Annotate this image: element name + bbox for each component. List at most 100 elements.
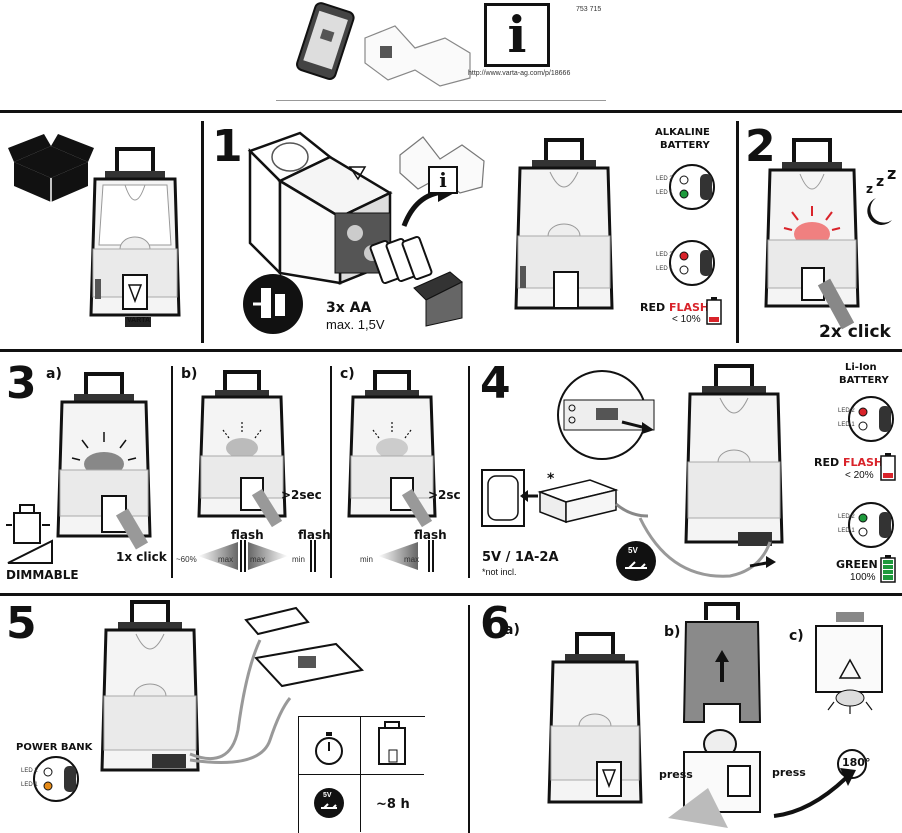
scale-c-min: min — [360, 555, 373, 564]
divider-v6 — [468, 605, 470, 833]
lantern-base-pressed — [668, 729, 761, 828]
battery-compartment-open — [247, 131, 393, 285]
step3-a-action: 1x click — [116, 550, 167, 564]
led1-label-pb: LED 1 — [21, 782, 38, 788]
battery-cover — [413, 271, 463, 327]
power-spec-label: 5V / 1A-2A — [482, 550, 559, 565]
flash-word: FLASH — [668, 301, 710, 314]
divider-v2 — [736, 121, 739, 343]
scale-b-max1: max — [218, 555, 234, 564]
charging-cable — [638, 517, 776, 578]
header-underline — [276, 100, 606, 101]
step3-b-label: b) — [181, 366, 198, 382]
cable-to-devices — [189, 639, 292, 764]
usb-5v-label-pb: 5V — [323, 792, 332, 799]
batteries-aa — [369, 235, 433, 285]
red-word: RED — [640, 301, 666, 314]
led-indicator-red — [669, 240, 715, 286]
led2-label-pb: LED 2 — [21, 768, 38, 774]
package-box-icon — [8, 134, 94, 202]
sleep-z-3: z — [887, 164, 897, 183]
sleep-z-1: z — [866, 182, 873, 196]
scale-c-max: max — [404, 555, 420, 564]
led2-label-li: LED 2 — [838, 408, 855, 414]
step-6-number: 6 — [480, 598, 511, 649]
lantern-illustration-c — [347, 370, 437, 528]
led-indicator-orange — [33, 756, 79, 802]
divider-v3 — [171, 366, 173, 578]
dimming-ramp-b — [198, 540, 316, 572]
lantern-inverted — [815, 612, 883, 714]
divider-middle — [0, 349, 902, 352]
stopwatch-icon — [315, 732, 343, 765]
scale-b-min: min — [292, 555, 305, 564]
manual-document-icon — [364, 25, 471, 87]
step-1-number: 1 — [212, 121, 243, 172]
lantern-illustration — [89, 147, 181, 327]
sleep-z-2: z — [876, 174, 885, 190]
battery-insert-icon — [243, 274, 303, 334]
info-box-small — [428, 166, 458, 194]
info-symbol: i — [507, 5, 527, 64]
step-3-number: 3 — [6, 358, 37, 409]
led1-label-red: LED 1 — [656, 266, 673, 272]
usb-port-closeup — [557, 370, 655, 460]
runtime-table-hline — [298, 774, 424, 775]
not-included-label: *not incl. — [482, 567, 517, 577]
smartphone-icon — [296, 2, 355, 80]
alkaline-title-line2: BATTERY — [660, 140, 710, 151]
battery-voltage-label: max. 1,5V — [326, 317, 385, 332]
lantern-powerbank — [100, 600, 200, 772]
lantern-mini-icon — [378, 721, 406, 765]
dimmable-lantern-icon — [6, 504, 53, 564]
step-2-number: 2 — [745, 121, 776, 172]
led1-label: LED 1 — [656, 190, 673, 196]
low-battery-percent-li: < 20% — [845, 470, 874, 481]
step2-action: 2x click — [819, 322, 891, 342]
led2-label: LED 2 — [656, 176, 673, 182]
alkaline-title-line1: ALKALINE — [655, 127, 710, 138]
press-label-right: press — [772, 766, 806, 779]
li-ion-title-1: Li-Ion — [845, 362, 877, 373]
lantern-charging — [684, 364, 784, 546]
divider-v5 — [468, 366, 470, 578]
product-url: http://www.varta-ag.com/p/18666 — [468, 70, 571, 77]
lantern-illustration-b — [197, 370, 287, 528]
led1-label-li: LED 1 — [838, 422, 855, 428]
divider-v1 — [201, 121, 204, 343]
green-label: GREEN — [836, 558, 878, 571]
info-box — [484, 3, 550, 67]
step3-c-action: >2sc — [428, 488, 461, 502]
brand-logo: VARTA — [127, 317, 151, 324]
runtime-duration: ~8 h — [376, 797, 410, 812]
usb-5v-icon — [616, 541, 656, 581]
dimmable-label: DIMMABLE — [6, 568, 79, 582]
step6-c-label: c) — [789, 628, 804, 644]
scale-b-60: ~60% — [176, 555, 197, 564]
rotate-arrow-icon — [773, 749, 867, 818]
step-4-number: 4 — [480, 358, 511, 409]
divider-v4 — [330, 366, 332, 578]
li-ion-title-2: BATTERY — [839, 375, 889, 386]
dimming-ramp-c — [378, 540, 434, 572]
low-battery-percent: < 10% — [672, 314, 701, 325]
red-flash-label: RED FLASH — [640, 301, 709, 314]
power-bank-label: POWER BANK — [16, 742, 93, 753]
usb-5v-label: 5V — [628, 546, 638, 555]
step3-a-label: a) — [46, 366, 62, 382]
battery-count-label: 3x AA — [326, 300, 372, 316]
led2-label-red: LED 2 — [656, 252, 673, 258]
flash-label-b2: flash — [298, 528, 331, 542]
step-5-number: 5 — [6, 598, 37, 649]
divider-top — [0, 110, 902, 113]
battery-low-icon — [706, 297, 722, 325]
wall-socket-and-charger — [481, 469, 649, 527]
press-label-left: press — [659, 768, 693, 781]
battery-low-icon — [880, 453, 896, 481]
lantern-illustration-6a — [547, 632, 643, 804]
charger-asterisk: * — [547, 471, 555, 487]
flash-word-li: FLASH — [842, 456, 884, 469]
step3-b-action: >2sec — [281, 488, 322, 502]
flash-label-c: flash — [414, 528, 447, 542]
led-indicator-green — [669, 164, 715, 210]
